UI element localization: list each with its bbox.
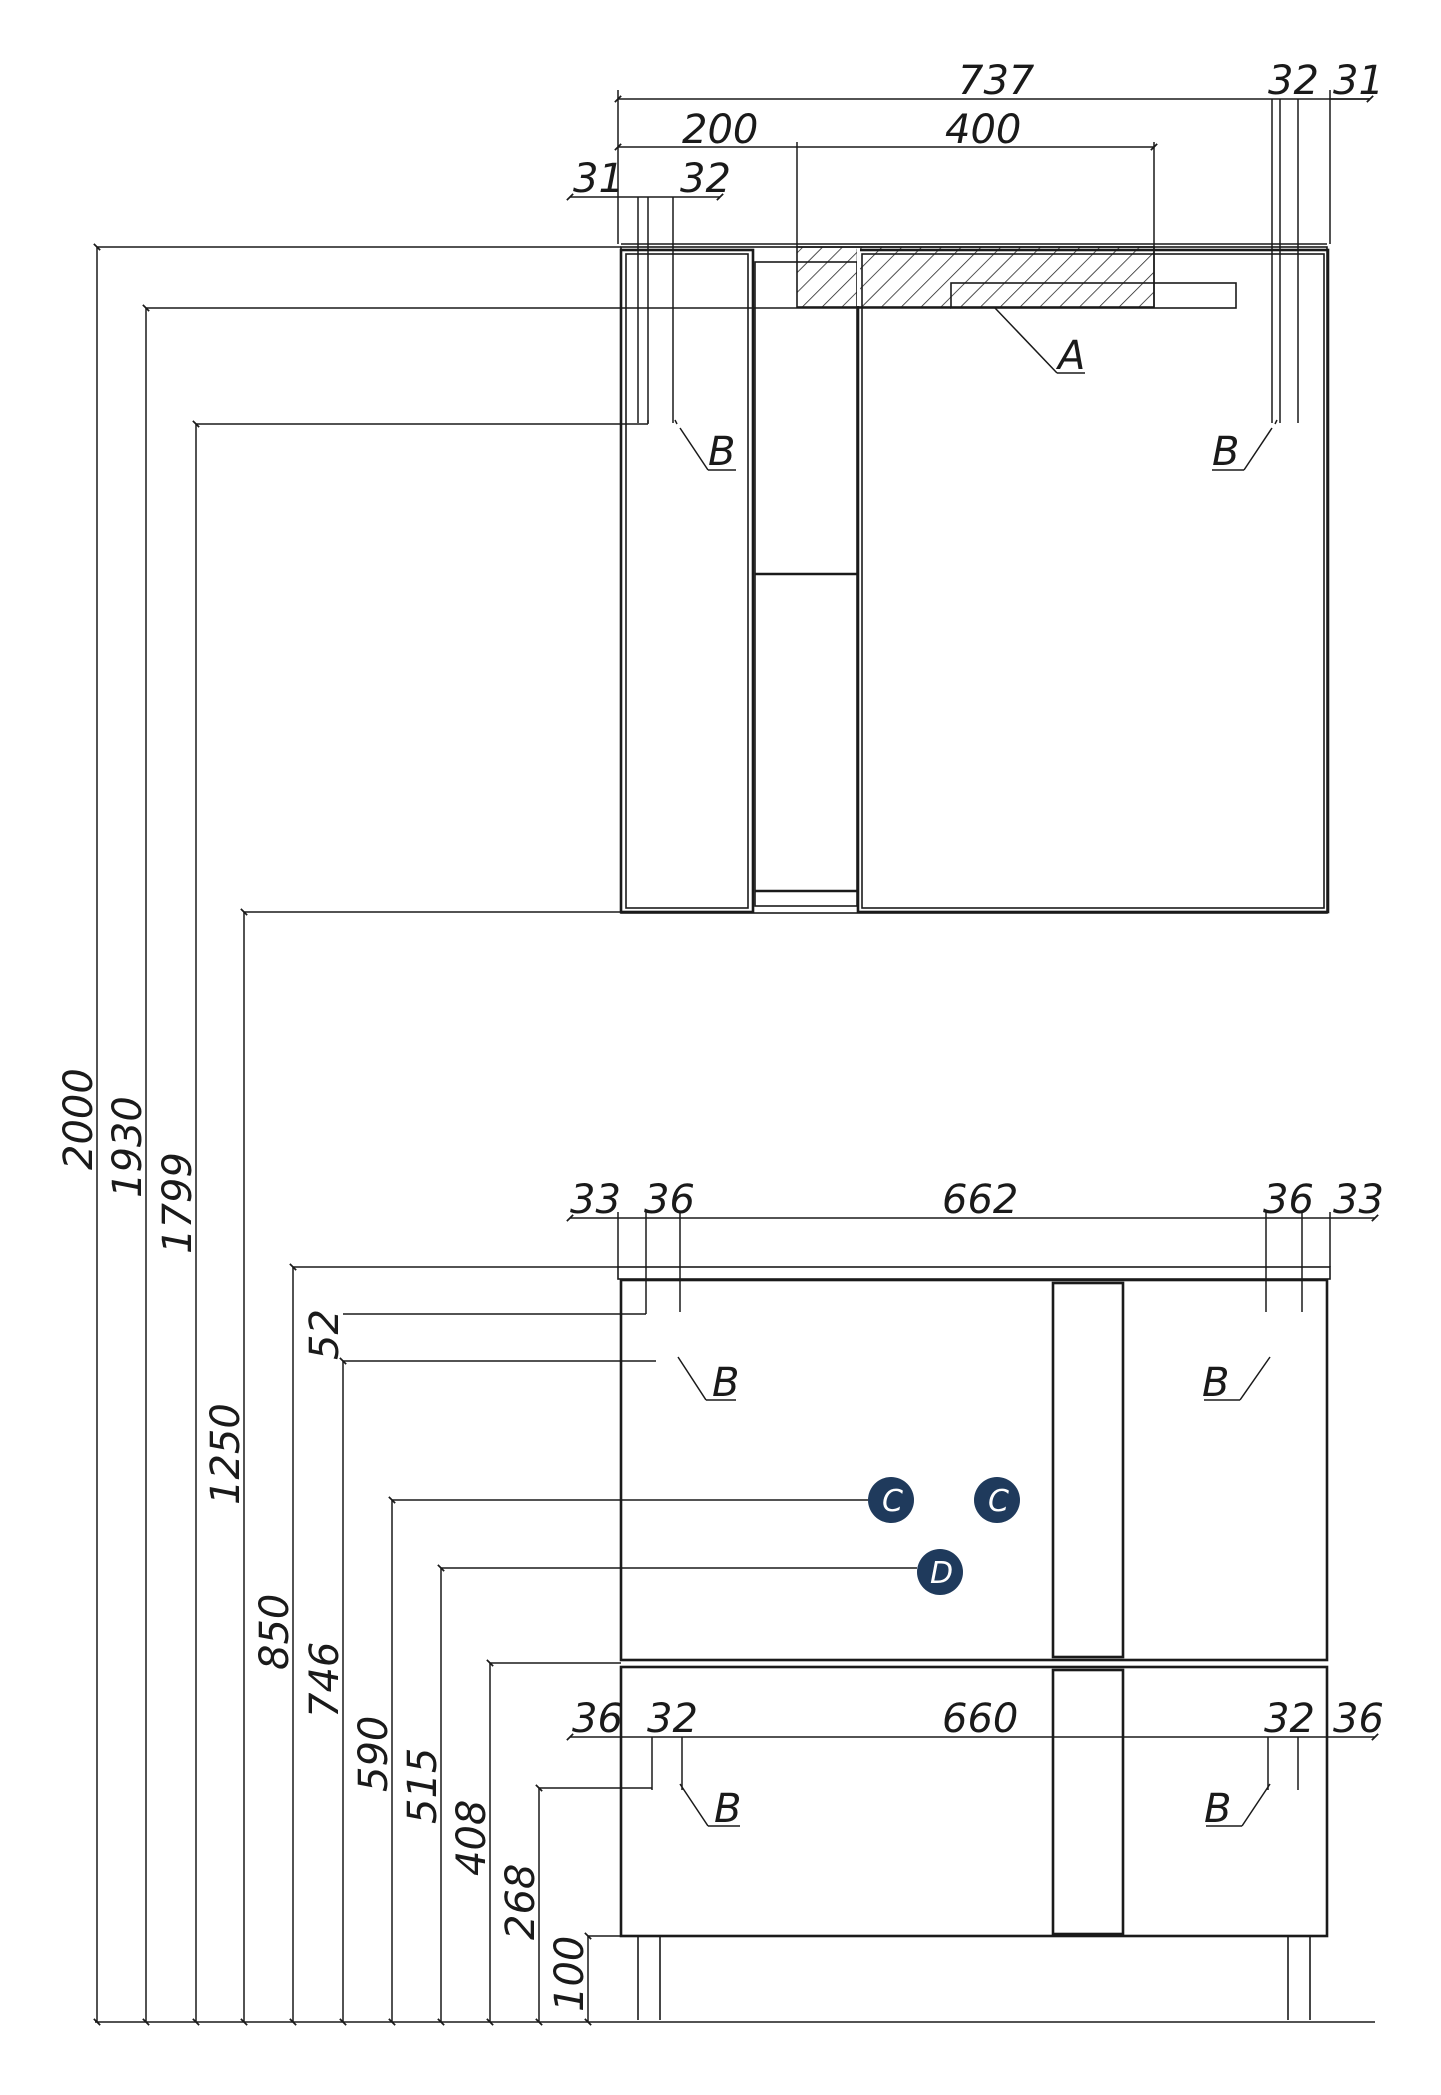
dim-36-lower2-right: 36	[1333, 1696, 1384, 1742]
dim-32-upper-left: 32	[680, 156, 731, 202]
dim-32-upper-right: 32	[1268, 58, 1319, 104]
lower-width-dimensions: 33 36 662 36 33 36 32 660 32 36	[566, 1177, 1384, 1790]
dim-737: 737	[958, 58, 1035, 104]
dim-268: 268	[498, 1864, 544, 1940]
dim-36-lower2-left: 36	[572, 1696, 623, 1742]
upper-b-right-stub	[1274, 419, 1278, 425]
dim-200: 200	[682, 107, 758, 153]
lower-cabinet: B B B B C C D	[95, 1266, 1375, 2023]
height-dimensions: 2000 1930 1799 1250 850 746 52 590 515	[56, 243, 951, 2026]
dim-32-lower2-left: 32	[647, 1696, 698, 1742]
lower-bottom-b-left-label: B	[714, 1786, 741, 1832]
upper-right-door	[856, 248, 1330, 914]
lower-top-b-left-label: B	[712, 1360, 739, 1406]
dim-31-upper-left: 31	[573, 156, 624, 202]
marker-c-left: C	[868, 1477, 914, 1523]
lower-top-b-right-label: B	[1202, 1360, 1229, 1406]
dim-660: 660	[942, 1696, 1018, 1742]
dim-400: 400	[945, 107, 1021, 153]
niche-hatched-area	[796, 246, 1155, 308]
upper-b-left-label: B	[708, 429, 735, 475]
upper-b-right-leader	[1243, 427, 1273, 471]
upper-cabinet: A B B	[619, 243, 1330, 914]
lower-center-divider-bottom	[1051, 1668, 1125, 1936]
dim-33-lower-left: 33	[570, 1177, 621, 1223]
marker-d: D	[917, 1549, 963, 1595]
light-fixture-a	[950, 282, 1237, 309]
lower-bottom-b-right-label: B	[1204, 1786, 1231, 1832]
dim-1799: 1799	[155, 1152, 201, 1254]
lower-lower-section	[619, 1665, 1329, 1938]
lower-center-divider-top	[1051, 1281, 1125, 1659]
niche-white-gap	[857, 248, 860, 306]
upper-left-door	[619, 248, 755, 914]
dim-36-lower-right: 36	[1263, 1177, 1314, 1223]
dim-590: 590	[351, 1716, 397, 1792]
upper-b-left-leader	[679, 427, 709, 471]
dim-408: 408	[449, 1800, 495, 1876]
upper-b-right-label: B	[1212, 429, 1239, 475]
dim-32-lower2-right: 32	[1264, 1696, 1315, 1742]
upper-cabinet-outline	[620, 246, 1328, 914]
leader-a	[994, 307, 1058, 374]
countertop	[617, 1266, 1331, 1280]
label-a: A	[1055, 333, 1085, 379]
svg-text:D: D	[930, 1556, 953, 1591]
svg-text:C: C	[988, 1484, 1009, 1519]
upper-right-door-inner	[861, 253, 1325, 909]
upper-width-dimensions: 737 200 400 32 31 31 32	[566, 58, 1384, 423]
dim-2000: 2000	[56, 1068, 102, 1170]
dim-36-lower-left: 36	[644, 1177, 695, 1223]
upper-left-door-inner	[625, 253, 749, 909]
dim-100: 100	[547, 1936, 593, 2012]
dim-850: 850	[252, 1594, 298, 1670]
upper-b-left-stub	[674, 419, 678, 425]
lower-upper-section	[619, 1278, 1329, 1662]
dim-33-lower-right: 33	[1333, 1177, 1384, 1223]
upper-open-shelf-area	[754, 261, 858, 907]
dim-1930: 1930	[105, 1096, 151, 1198]
svg-text:C: C	[882, 1484, 903, 1519]
marker-c-right: C	[974, 1477, 1020, 1523]
dim-515: 515	[400, 1748, 446, 1824]
dim-746: 746	[302, 1642, 348, 1718]
dim-31-upper-right: 31	[1333, 58, 1384, 104]
dim-52: 52	[302, 1309, 348, 1360]
dim-1250: 1250	[203, 1403, 249, 1505]
dim-662: 662	[942, 1177, 1018, 1223]
